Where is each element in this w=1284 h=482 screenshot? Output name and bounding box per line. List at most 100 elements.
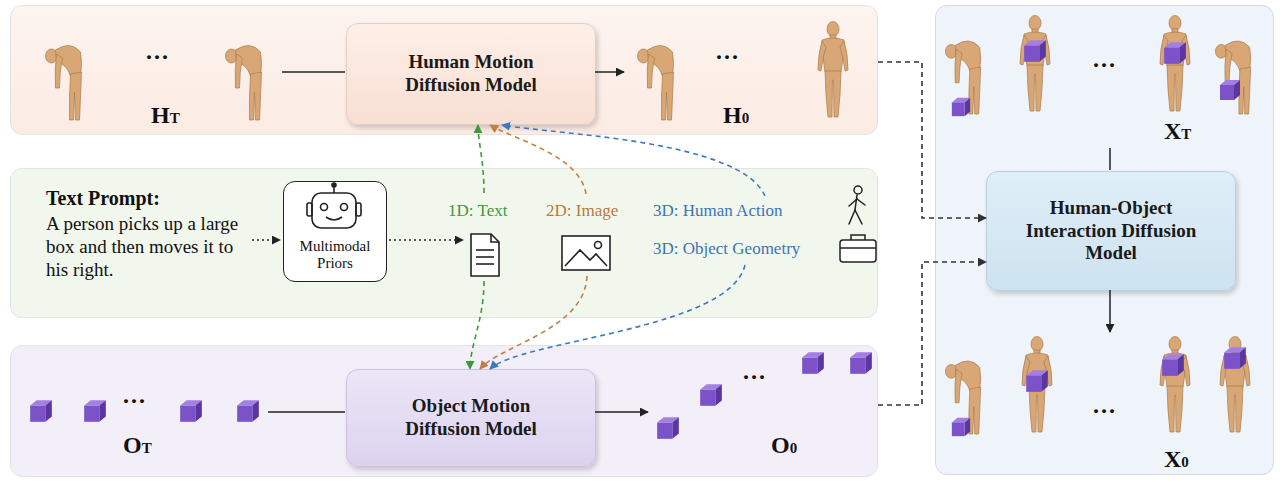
text-slot: 3D: Human Action (653, 201, 782, 221)
robot-eye (341, 204, 348, 211)
text-slot: HT (151, 101, 180, 130)
robot-head (312, 193, 356, 228)
dashed-connector (490, 125, 586, 194)
dotted-arrow (389, 239, 463, 241)
robot-ear (307, 203, 312, 216)
object-cube (237, 400, 259, 422)
panel-band: ... OT... O0 Object Motion Diffusion Model (10, 345, 878, 477)
object-cube (30, 400, 52, 422)
text-slot: ... (1093, 47, 1117, 71)
object-cube (850, 352, 872, 374)
stick-figure-icon (849, 186, 865, 224)
human-figure (638, 45, 674, 120)
stick-arm (857, 199, 865, 205)
robot-antenna (333, 186, 335, 193)
ellipsis: ... (1093, 393, 1117, 417)
ellipsis: ... (743, 359, 767, 383)
prompt-text: A person picks up a large box and then m… (46, 213, 246, 281)
box-label: Human-Object Interaction Diffusion Model (1022, 197, 1200, 265)
process-box: Human-Object Interaction Diffusion Model (986, 171, 1236, 291)
dashed-connector (878, 262, 986, 405)
dashed-connector (878, 62, 986, 218)
document-line (476, 256, 494, 258)
process-box: Object Motion Diffusion Model (346, 369, 596, 467)
stick-head (854, 186, 862, 194)
prior-box: Multimodal Priors (283, 181, 387, 282)
text-slot: ... (146, 39, 170, 63)
object-cube (180, 400, 202, 422)
modality-label: 3D: Object Geometry (653, 239, 800, 259)
ellipsis: ... (716, 39, 740, 63)
text-slot: XT (1164, 117, 1191, 146)
symbol-label: HT (151, 101, 180, 130)
object-cube (657, 417, 679, 439)
object-cube (802, 352, 824, 374)
human-figure (1020, 16, 1050, 112)
text-slot: OT (123, 431, 152, 460)
human-figure (945, 41, 980, 114)
panel-band: Text Prompt: A person picks up a large bo… (10, 168, 878, 318)
text-slot: X0 (1164, 445, 1189, 474)
object-cube (1162, 354, 1184, 376)
flow-line (1109, 148, 1111, 170)
symbol-label: X0 (1164, 445, 1189, 474)
robot-smile (326, 217, 342, 220)
dashed-connector (490, 265, 745, 369)
text-slot: Text Prompt: (46, 187, 160, 210)
dotted-arrow (252, 239, 280, 241)
robot-icon (307, 183, 361, 228)
box-label: Multimodal Priors (288, 238, 382, 273)
modality-label: 3D: Human Action (653, 201, 782, 221)
ellipsis: ... (123, 383, 147, 407)
human-figure (226, 45, 262, 120)
ellipsis: ... (146, 39, 170, 63)
flow-line (282, 71, 345, 73)
object-cube (84, 400, 106, 422)
human-figure (1160, 337, 1190, 433)
text-slot: ... (123, 383, 147, 407)
object-cube (952, 418, 970, 436)
object-cube (1220, 80, 1240, 100)
stick-leg (855, 210, 862, 224)
panel-band: ... XT... X0 Human-Object Interaction Diffu… (935, 5, 1274, 475)
flow-line (268, 411, 345, 413)
human-figure (1160, 16, 1190, 112)
document-fold (491, 234, 499, 242)
object-cube (1224, 347, 1246, 369)
dashed-connector (470, 281, 484, 369)
box-label: Human Motion Diffusion Model (382, 51, 560, 97)
object-cube (952, 98, 970, 116)
stick-body (855, 195, 857, 210)
prompt-heading: Text Prompt: (46, 187, 160, 210)
box-label: Object Motion Diffusion Model (382, 395, 560, 441)
symbol-label: O0 (771, 431, 797, 460)
text-slot: ... (716, 39, 740, 63)
image-sun (595, 242, 602, 249)
object-cube (700, 384, 722, 406)
modality-label: 2D: Image (546, 201, 618, 221)
text-slot: A person picks up a large box and then m… (46, 213, 246, 281)
human-figure (1220, 337, 1250, 433)
text-slot: H0 (723, 101, 749, 130)
symbol-label: H0 (723, 101, 749, 130)
object-cube (1024, 40, 1046, 62)
document-line (476, 263, 494, 265)
symbol-label: OT (123, 431, 152, 460)
briefcase-icon (840, 235, 876, 262)
document-line (476, 249, 494, 251)
ellipsis: ... (1093, 47, 1117, 71)
image-icon (562, 236, 610, 270)
text-slot: 3D: Object Geometry (653, 239, 800, 259)
flow-arrow (1109, 290, 1111, 332)
object-cube (1164, 42, 1186, 64)
human-figure (818, 22, 848, 118)
process-box: Human Motion Diffusion Model (346, 23, 596, 125)
briefcase-handle (851, 235, 865, 240)
human-figure (1022, 337, 1052, 433)
text-slot: ... (1093, 393, 1117, 417)
text-slot: O0 (771, 431, 797, 460)
modality-label: 1D: Text (448, 201, 507, 221)
human-figure (1215, 41, 1250, 114)
image-frame (562, 236, 610, 270)
